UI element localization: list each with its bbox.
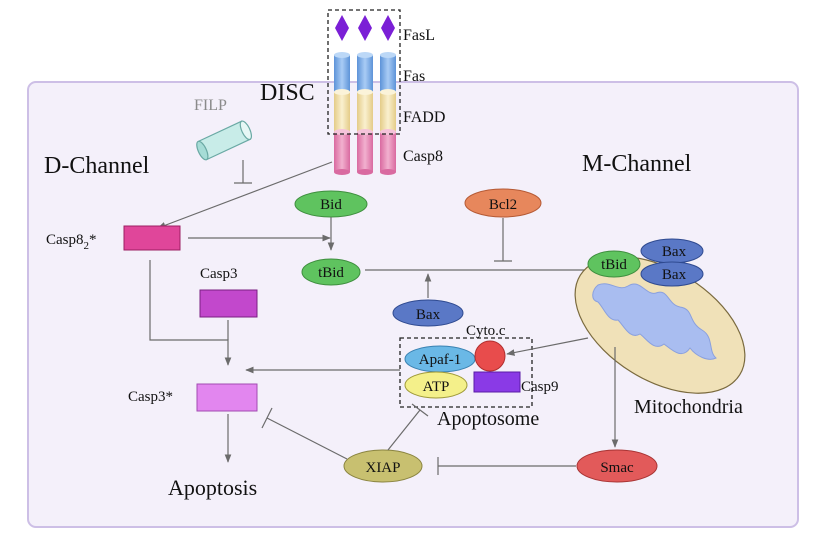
casp3-box xyxy=(199,289,258,318)
filp-cylinder xyxy=(196,120,253,161)
disc-column xyxy=(357,15,373,175)
cyto-c-label: Cyto.c xyxy=(466,323,506,339)
smac-label: Smac xyxy=(600,460,634,476)
d-channel-label: D-Channel xyxy=(44,153,150,179)
disc-column xyxy=(334,15,350,175)
fasl-diamond xyxy=(381,15,395,41)
bcl2-node xyxy=(464,188,542,218)
fadd-label: FADD xyxy=(403,109,445,126)
casp3-label: Casp3 xyxy=(200,266,238,282)
fasl-diamond xyxy=(358,15,372,41)
fas-label: Fas xyxy=(403,68,425,85)
fasl-diamond xyxy=(335,15,349,41)
bid-label: Bid xyxy=(320,197,342,213)
casp8-to-casp8star-arrow xyxy=(157,161,333,229)
apoptosome-label: Apoptosome xyxy=(437,408,539,430)
fas-segment xyxy=(380,55,396,92)
casp9-box xyxy=(473,371,521,393)
casp8-segment xyxy=(380,132,396,172)
mito-to-cytoc-arrow xyxy=(506,337,589,356)
casp8-segment xyxy=(357,132,373,172)
disc-column xyxy=(380,15,396,175)
disc-complex xyxy=(327,9,401,175)
apoptosome-dashed-box xyxy=(399,337,533,408)
bax-top-label: Bax xyxy=(662,244,687,260)
m-channel-label: M-Channel xyxy=(582,151,692,177)
casp3-star-box xyxy=(196,383,258,412)
casp8star-to-casp3star-arrow xyxy=(149,260,232,366)
fas-segment xyxy=(357,55,373,92)
casp8-star-box xyxy=(123,225,181,251)
xiap-to-apoptosome-inhibit-line xyxy=(387,409,421,451)
atp-label: ATP xyxy=(423,379,450,395)
tbid-node xyxy=(301,258,361,286)
casp3-star-label: Casp3* xyxy=(128,389,173,405)
cyto-c-node xyxy=(474,340,506,372)
casp8-label: Casp8 xyxy=(403,148,443,165)
casp8-segment xyxy=(334,132,350,172)
bcl2-label: Bcl2 xyxy=(489,197,517,213)
fadd-segment xyxy=(380,92,396,132)
xiap-to-casp3star-inhibit-line xyxy=(266,417,348,460)
xiap-label: XIAP xyxy=(365,460,400,476)
mitochondria xyxy=(574,256,746,394)
smac-node xyxy=(576,449,658,483)
apaf1-label: Apaf-1 xyxy=(419,352,461,368)
fasl-label: FasL xyxy=(403,27,435,44)
bax-mid-label: Bax xyxy=(416,307,441,323)
fadd-segment xyxy=(357,92,373,132)
bax-bottom-label: Bax xyxy=(662,267,687,283)
filp-label: FILP xyxy=(194,97,227,114)
casp9-label: Casp9 xyxy=(521,379,559,395)
apoptosis-label: Apoptosis xyxy=(168,475,257,500)
fadd-segment xyxy=(334,92,350,132)
tbid-label: tBid xyxy=(318,265,344,281)
xiap-to-apoptosome-inhibit-bar xyxy=(411,403,429,417)
mitochondria-label: Mitochondria xyxy=(634,396,743,418)
tbid-mito-node xyxy=(587,250,641,278)
disc-label: DISC xyxy=(260,80,315,106)
bax-mid-node xyxy=(392,299,464,327)
fas-segment xyxy=(334,55,350,92)
disc-dashed-box xyxy=(327,9,401,135)
xiap-node xyxy=(343,449,423,483)
atp-node xyxy=(404,371,468,399)
casp8-star-label: Casp82* xyxy=(46,232,97,252)
xiap-to-casp3star-inhibit-bar xyxy=(261,407,273,429)
bax-bottom-node xyxy=(640,261,704,287)
tbid-mito-label: tBid xyxy=(601,257,627,273)
